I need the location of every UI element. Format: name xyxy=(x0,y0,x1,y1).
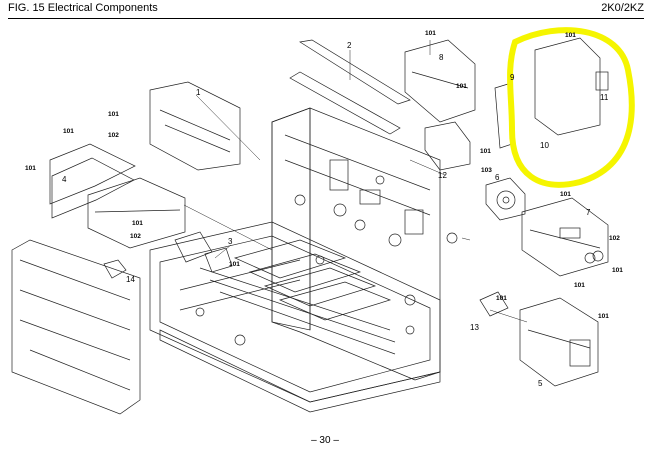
part-callout-11: 11 xyxy=(600,93,609,102)
screw-callout-101: 101 xyxy=(560,191,571,198)
marker-a-right xyxy=(592,250,604,262)
part-10-shape xyxy=(534,37,601,136)
part-7-psu xyxy=(521,197,609,277)
part-callout-1: 1 xyxy=(196,88,201,97)
part-callout-3: 3 xyxy=(228,237,233,246)
screw-callout-102: 102 xyxy=(609,235,620,242)
part-6-fan xyxy=(485,177,526,221)
part-callout-13: 13 xyxy=(470,323,479,332)
part-callout-5: 5 xyxy=(538,379,543,388)
screw-callout-101: 101 xyxy=(612,267,623,274)
screw-callout-101: 101 xyxy=(456,83,467,90)
part-13-shape xyxy=(479,291,509,317)
part-callout-2: 2 xyxy=(347,41,352,50)
marker-a-left xyxy=(446,232,458,244)
header-rule xyxy=(8,18,644,19)
main-frame xyxy=(149,107,441,413)
figure-title: FIG. 15 Electrical Components xyxy=(8,2,158,14)
part-callout-8: 8 xyxy=(439,53,444,62)
part-14-shape xyxy=(103,259,127,279)
screw-callout-101: 101 xyxy=(25,165,36,172)
left-frame xyxy=(11,239,141,415)
screw-callout-101: 101 xyxy=(108,111,119,118)
part-callout-12: 12 xyxy=(438,171,447,180)
leader-lines xyxy=(183,40,528,323)
page-number: – 30 – xyxy=(311,435,339,446)
screw-callout-102: 102 xyxy=(108,132,119,139)
part-4-shape xyxy=(49,143,136,205)
screw-callout-101: 101 xyxy=(565,32,576,39)
screw-callout-101: 101 xyxy=(425,30,436,37)
part-5-board xyxy=(519,297,599,387)
screw-callout-101: 101 xyxy=(229,261,240,268)
screw-callout-101: 101 xyxy=(598,313,609,320)
part-8-shape xyxy=(404,39,476,123)
part-callout-10: 10 xyxy=(540,141,549,150)
screw-callout-103: 103 xyxy=(481,167,492,174)
screw-callout-101: 101 xyxy=(574,282,585,289)
screw-callout-101: 101 xyxy=(480,148,491,155)
screw-callout-102: 102 xyxy=(130,233,141,240)
part-callout-9: 9 xyxy=(510,73,515,82)
part-callout-6: 6 xyxy=(495,173,500,182)
part-1-shape xyxy=(149,81,241,171)
part-callout-7: 7 xyxy=(586,208,591,217)
highlight-circle xyxy=(507,27,635,188)
part-11-shape xyxy=(595,71,609,91)
part-callout-14: 14 xyxy=(126,275,135,284)
screw-callout-101: 101 xyxy=(132,220,143,227)
part-2-shape xyxy=(299,39,411,105)
model-code: 2K0/2KZ xyxy=(601,2,644,14)
screw-callout-101: 101 xyxy=(63,128,74,135)
part-callout-4: 4 xyxy=(62,175,67,184)
part-12-shape xyxy=(424,121,471,171)
screw-callout-101: 101 xyxy=(496,295,507,302)
